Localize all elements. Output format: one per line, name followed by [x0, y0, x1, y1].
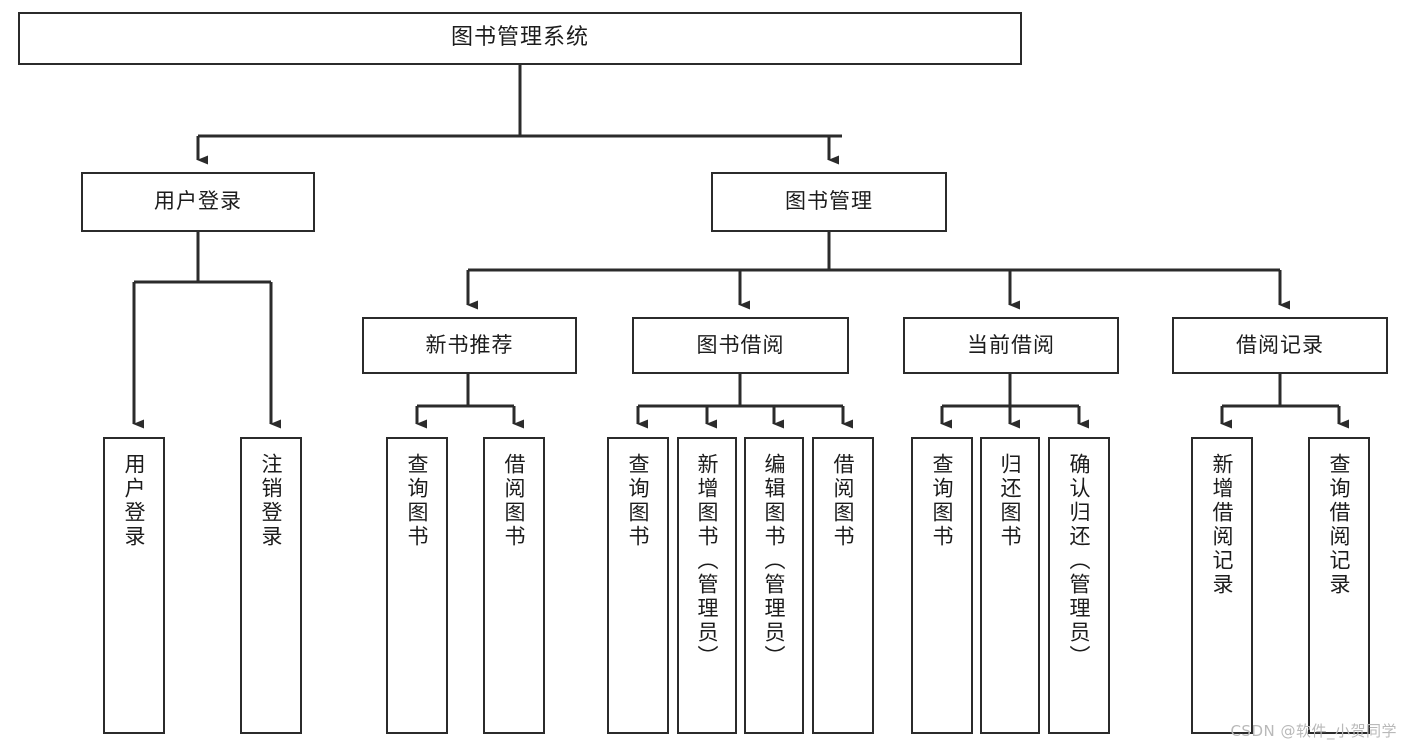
node-label: 查询借阅记录	[1327, 453, 1352, 597]
node-label: 借阅图书	[831, 453, 856, 549]
node-label: 用户登录	[154, 189, 242, 214]
node-label: 查询图书	[626, 453, 651, 549]
node-label: 确认归还（管理员）	[1067, 453, 1092, 669]
node-label: 注销登录	[259, 453, 284, 549]
node-label: 新书推荐	[425, 332, 514, 357]
leaf-user-login-login[interactable]: 用户登录	[103, 437, 165, 734]
leaf-new-book-borrow[interactable]: 借阅图书	[483, 437, 545, 734]
node-book-borrow[interactable]: 图书借阅	[632, 317, 849, 374]
node-label: 查询图书	[930, 453, 955, 549]
node-book-management[interactable]: 图书管理	[711, 172, 947, 232]
watermark-text: CSDN @软件_小贺同学	[1230, 722, 1397, 740]
node-borrow-record[interactable]: 借阅记录	[1172, 317, 1388, 374]
leaf-current-borrow-confirm[interactable]: 确认归还（管理员）	[1048, 437, 1110, 734]
leaf-book-borrow-borrow[interactable]: 借阅图书	[812, 437, 874, 734]
node-label: 图书管理	[785, 189, 873, 214]
node-user-login[interactable]: 用户登录	[81, 172, 315, 232]
leaf-borrow-record-add[interactable]: 新增借阅记录	[1191, 437, 1253, 734]
node-new-book-recommend[interactable]: 新书推荐	[362, 317, 577, 374]
node-label: 借阅图书	[502, 453, 527, 549]
node-label: 图书管理系统	[450, 25, 589, 51]
node-label: 查询图书	[405, 453, 430, 549]
leaf-current-borrow-return[interactable]: 归还图书	[980, 437, 1040, 734]
leaf-new-book-query[interactable]: 查询图书	[386, 437, 448, 734]
leaf-borrow-record-query[interactable]: 查询借阅记录	[1308, 437, 1370, 734]
leaf-book-borrow-edit[interactable]: 编辑图书（管理员）	[744, 437, 804, 734]
node-label: 借阅记录	[1236, 332, 1324, 357]
node-label: 新增借阅记录	[1210, 453, 1235, 597]
node-label: 图书借阅	[696, 332, 785, 357]
leaf-current-borrow-query[interactable]: 查询图书	[911, 437, 973, 734]
node-root-system[interactable]: 图书管理系统	[18, 12, 1022, 65]
leaf-book-borrow-query[interactable]: 查询图书	[607, 437, 669, 734]
node-label: 编辑图书（管理员）	[762, 453, 787, 669]
leaf-book-borrow-add[interactable]: 新增图书（管理员）	[677, 437, 737, 734]
leaf-user-login-logout[interactable]: 注销登录	[240, 437, 302, 734]
node-label: 归还图书	[998, 453, 1023, 549]
node-label: 新增图书（管理员）	[695, 453, 720, 669]
node-current-borrow[interactable]: 当前借阅	[903, 317, 1119, 374]
node-label: 用户登录	[122, 453, 147, 549]
node-label: 当前借阅	[967, 332, 1055, 357]
